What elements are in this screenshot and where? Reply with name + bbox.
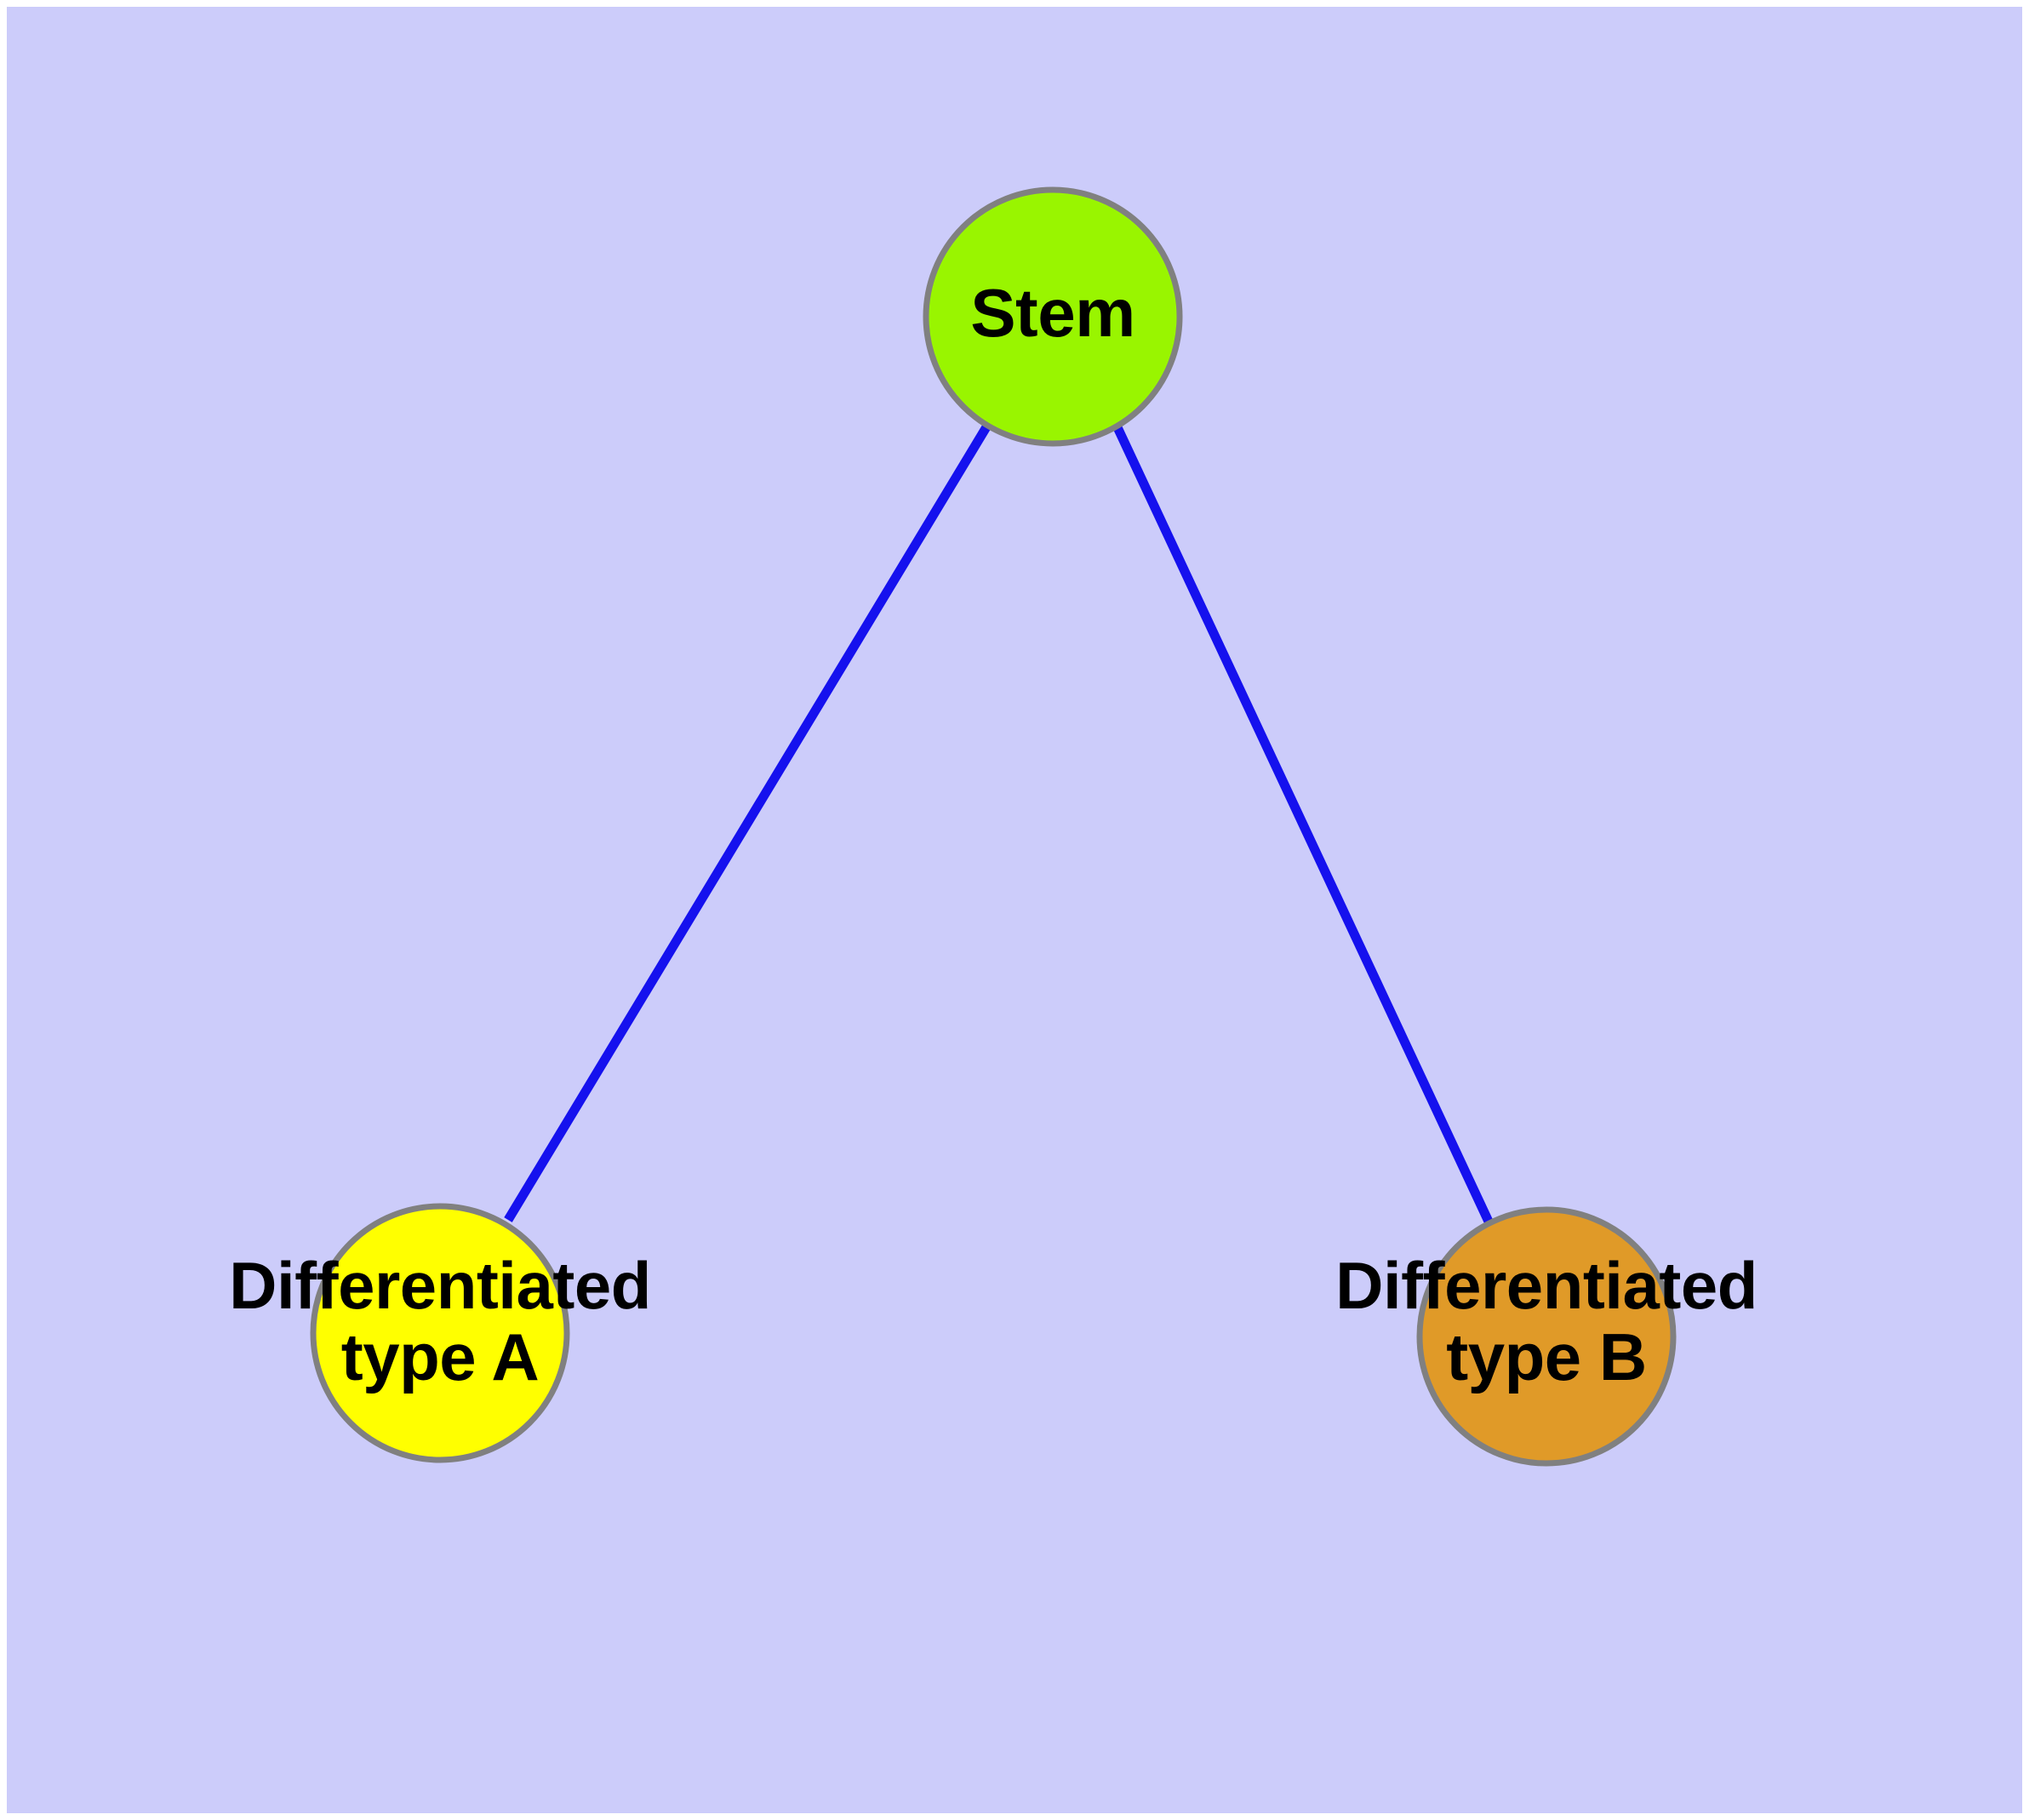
edge-stem-to-differentiated-type-b[interactable] [1112,423,1494,1226]
node-differentiated-type-a[interactable] [310,1203,570,1463]
node-differentiated-type-b[interactable] [1416,1206,1677,1467]
edge-layer [504,423,1494,1226]
edge-stem-to-differentiated-type-a[interactable] [504,423,992,1222]
node-stem[interactable] [923,186,1183,447]
node-layer [310,186,1677,1467]
